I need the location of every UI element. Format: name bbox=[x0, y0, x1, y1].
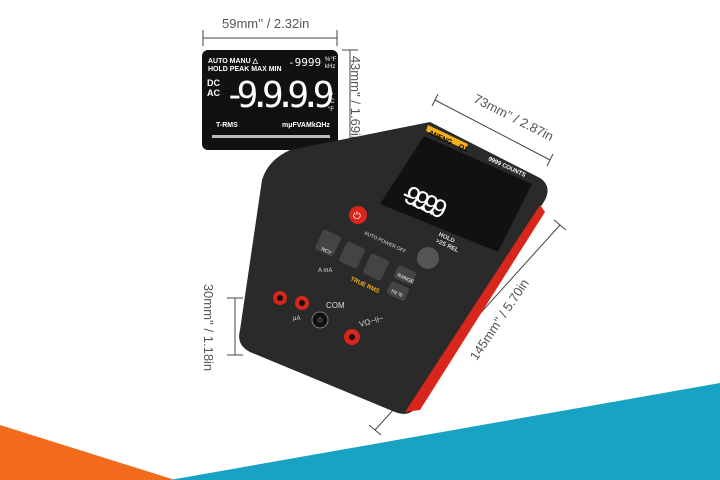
mode-button[interactable] bbox=[338, 241, 365, 269]
power-button[interactable] bbox=[349, 206, 367, 224]
lcd-small-units-top: %°F bbox=[325, 57, 337, 63]
lcd-closeup: AUTO MANU △ HOLD PEAK MAX MIN -9999 %°F … bbox=[202, 50, 338, 150]
hold-rel-button[interactable] bbox=[417, 247, 439, 269]
lcd-dc: DC bbox=[207, 78, 220, 88]
lcd-screen bbox=[380, 136, 532, 252]
lcd-auto: AUTO bbox=[208, 58, 228, 65]
power-icon: ⏻ bbox=[353, 211, 361, 222]
orange-band bbox=[0, 425, 175, 480]
teal-band bbox=[170, 383, 720, 480]
ncv-button[interactable] bbox=[314, 229, 341, 257]
red-side-grip bbox=[405, 205, 545, 412]
lcd-main-reading: -9.9.9.9 bbox=[224, 75, 334, 116]
select-button[interactable] bbox=[362, 253, 389, 281]
lcd-small-units-bottom: kHz bbox=[325, 64, 336, 70]
lcd-hold: HOLD bbox=[208, 66, 228, 73]
lcd-width-label: 59mm'' / 2.32in bbox=[222, 16, 310, 31]
lcd-manu: MANU bbox=[229, 58, 251, 65]
lcd-bargraph bbox=[212, 135, 330, 138]
lcd-units: mμFVAMkΩHz bbox=[282, 122, 330, 129]
input-jacks bbox=[273, 291, 360, 345]
lcd-small-reading: -9999 bbox=[288, 56, 322, 69]
a-ma-text: A mA bbox=[318, 268, 332, 274]
lcd-ac: AC bbox=[207, 88, 220, 98]
lcd-right-units: % °C °F bbox=[328, 91, 335, 113]
com-text: COM bbox=[326, 301, 345, 310]
ua-text: μA bbox=[293, 316, 300, 322]
model-text: Q1 bbox=[457, 143, 469, 153]
brand-plate bbox=[426, 125, 468, 150]
hz-label: Hz % bbox=[390, 288, 404, 299]
lcd-peak: PEAK bbox=[229, 66, 250, 73]
ncv-label: NCV bbox=[320, 246, 333, 256]
lcd-min: MIN bbox=[268, 66, 282, 73]
hz-button[interactable] bbox=[386, 280, 410, 301]
range-button[interactable] bbox=[393, 264, 417, 285]
lcd-max: MAX bbox=[251, 66, 267, 73]
lcd-trms: T-RMS bbox=[216, 122, 238, 129]
